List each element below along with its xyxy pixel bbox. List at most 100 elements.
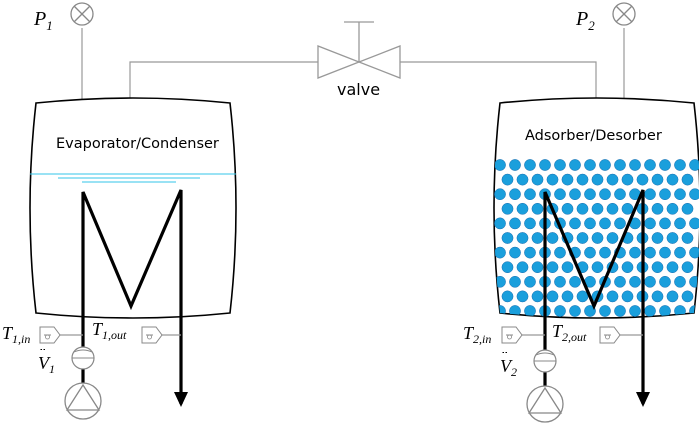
temperature-sensor-left-out-icon <box>141 326 181 344</box>
adsorbent-granule <box>531 232 544 244</box>
adsorbent-granule <box>629 159 641 171</box>
adsorbent-granule <box>674 159 686 171</box>
flow-meter-right-icon <box>533 349 557 373</box>
temperature-sensor-left-in-icon <box>39 326 83 344</box>
adsorbent-granule <box>576 290 589 303</box>
adsorbent-granule <box>531 173 544 186</box>
adsorbent-granule <box>629 246 641 259</box>
temp-label-left-in: T1,in <box>2 323 30 346</box>
adsorbent-granule <box>689 159 699 171</box>
adsorbent-granule <box>599 159 611 171</box>
adsorbent-granule <box>591 173 604 186</box>
flow-meter-left-icon <box>71 346 95 370</box>
adsorbent-granule <box>644 188 656 201</box>
flow-label-left: V1 <box>38 353 55 376</box>
adsorbent-granule <box>554 275 566 288</box>
pump-right-icon <box>526 385 564 423</box>
adsorbent-granule <box>689 217 699 230</box>
adsorbent-granule <box>516 173 529 186</box>
adsorbent-granule <box>644 275 656 288</box>
adsorbent-granule <box>524 275 536 288</box>
adsorbent-granule <box>516 202 529 215</box>
adsorbent-granule <box>531 261 544 274</box>
adsorbent-granule <box>681 202 694 215</box>
adsorbent-granule <box>516 290 529 303</box>
adsorbent-granule <box>689 305 699 317</box>
water-level-lines <box>30 173 236 183</box>
pump-left-icon <box>64 382 102 420</box>
adsorbent-granule <box>509 217 521 230</box>
adsorbent-granule <box>606 202 619 215</box>
adsorbent-granule <box>666 173 679 186</box>
adsorbent-granule <box>546 232 559 244</box>
adsorbent-granule <box>569 305 581 317</box>
adsorbent-granule <box>494 188 506 201</box>
pressure-label-right: P2 <box>575 8 595 33</box>
adsorbent-granule <box>501 202 514 215</box>
adsorbent-granule <box>606 232 619 244</box>
adsorbent-granule <box>516 261 529 274</box>
adsorbent-granule <box>524 217 536 230</box>
adsorbent-bed <box>494 159 699 317</box>
adsorbent-granule <box>599 188 611 201</box>
pressure-gauge-left-icon <box>70 2 94 26</box>
adsorbent-granule <box>614 159 626 171</box>
adsorbent-granule <box>629 305 641 317</box>
adsorbent-granule <box>651 202 664 215</box>
adsorbent-granule <box>546 261 559 274</box>
adsorbent-granule <box>569 275 581 288</box>
heat-exchanger-coil-left <box>81 189 183 410</box>
adsorbent-granule <box>576 202 589 215</box>
adsorbent-granule <box>509 246 521 259</box>
adsorbent-granule <box>494 217 506 230</box>
adsorbent-granule <box>644 305 656 317</box>
adsorbent-granule <box>494 246 506 259</box>
adsorbent-granule <box>524 246 536 259</box>
adsorbent-granule <box>584 159 596 171</box>
adsorbent-granule <box>524 305 536 317</box>
flow-arrow-right-icon <box>636 392 650 407</box>
connecting-pipe <box>129 61 597 103</box>
adsorbent-granule <box>501 232 514 244</box>
temp-label-right-out: T2,out <box>552 321 587 344</box>
adsorbent-granule <box>681 290 694 303</box>
adsorbent-granule <box>584 217 596 230</box>
adsorbent-granule <box>531 202 544 215</box>
adsorbent-granule <box>554 159 566 171</box>
adsorbent-granule <box>651 261 664 274</box>
adsorbent-granule <box>599 246 611 259</box>
adsorbent-granule <box>659 305 671 317</box>
adsorbent-granule <box>524 188 536 201</box>
adsorbent-granule <box>501 261 514 274</box>
adsorbent-granule <box>516 232 529 244</box>
adsorbent-granule <box>614 217 626 230</box>
adsorbent-granule <box>651 232 664 244</box>
adsorbent-granule <box>501 290 514 303</box>
adsorbent-granule <box>576 232 589 244</box>
flow-label-right: V2 <box>500 356 517 379</box>
adsorbent-granule <box>599 305 611 317</box>
adsorbent-granule <box>584 246 596 259</box>
heat-exchanger-coil-right <box>543 189 645 410</box>
adsorbent-granule <box>569 159 581 171</box>
adsorbent-granule <box>666 290 679 303</box>
adsorbent-granule <box>591 261 604 274</box>
adsorbent-granule <box>681 261 694 274</box>
adsorbent-granule <box>599 217 611 230</box>
adsorbent-granule <box>621 290 634 303</box>
adsorbent-granule <box>561 261 574 274</box>
adsorbent-granule <box>689 246 699 259</box>
flow-arrow-left-icon <box>174 392 188 407</box>
adsorbent-granule <box>606 290 619 303</box>
adsorbent-granule <box>659 159 671 171</box>
adsorbent-granule <box>561 202 574 215</box>
adsorbent-granule <box>554 305 566 317</box>
pressure-label-left: P1 <box>33 8 53 33</box>
adsorbent-granule <box>561 290 574 303</box>
adsorbent-granule <box>546 290 559 303</box>
adsorbent-granule <box>509 188 521 201</box>
adsorbent-granule <box>509 275 521 288</box>
adsorbent-granule <box>606 173 619 186</box>
adsorbent-granule <box>524 159 536 171</box>
